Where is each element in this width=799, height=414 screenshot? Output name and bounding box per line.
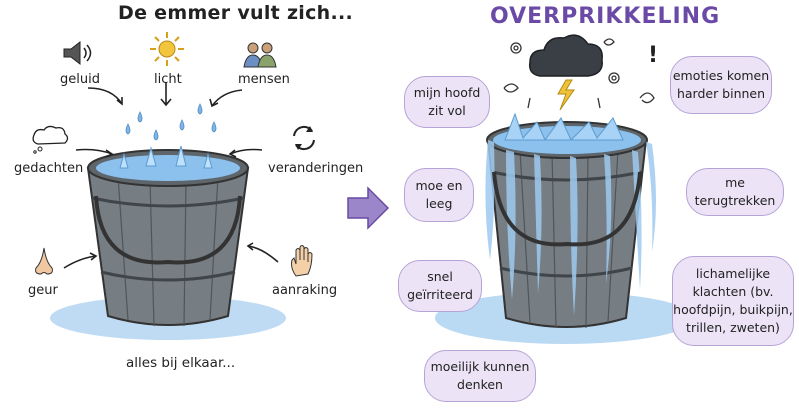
bubble-terugtrekken: me terugtrekken	[686, 168, 784, 216]
cycle-arrows-icon	[288, 122, 320, 158]
speaker-icon	[62, 40, 94, 70]
label-aanraking: aanraking	[272, 283, 338, 298]
storm-cloud-icon	[528, 34, 603, 111]
right-title: OVERPRIKKELING	[490, 4, 721, 29]
nose-icon	[32, 246, 56, 280]
label-veranderingen: veranderingen	[268, 161, 364, 176]
thought-cloud-icon	[30, 124, 70, 158]
caption: alles bij elkaar...	[126, 355, 236, 371]
label-geur: geur	[28, 283, 58, 298]
bubble-moe: moe en leeg	[404, 168, 474, 222]
bubble-emoties: emoties komen harder binnen	[670, 56, 772, 114]
svg-text:!: !	[648, 43, 658, 68]
bubble-lichamelijk: lichamelijke klachten (bv. hoofdpijn, bu…	[672, 256, 794, 346]
label-mensen: mensen	[238, 72, 290, 87]
label-licht: licht	[154, 72, 182, 87]
left-water	[96, 155, 240, 181]
left-title: De emmer vult zich...	[118, 2, 354, 24]
label-gedachten: gedachten	[14, 161, 84, 176]
bubble-denken: moeilijk kunnen denken	[424, 350, 536, 402]
left-bucket	[86, 167, 250, 326]
bubble-mijn-hoofd: mijn hoofd zit vol	[404, 76, 490, 128]
label-geluid: geluid	[60, 72, 100, 87]
bubble-geirriteerd: snel geïrriteerd	[398, 260, 482, 312]
hand-icon	[288, 244, 316, 282]
arrow-right-icon	[347, 186, 390, 230]
sun-icon	[148, 30, 186, 72]
people-icon	[242, 40, 278, 72]
